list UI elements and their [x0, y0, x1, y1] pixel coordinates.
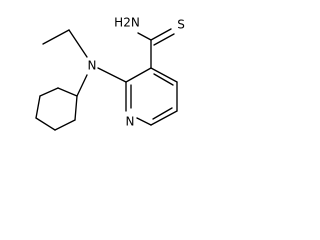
atom-label-amide-nitrogen: H2N	[114, 16, 140, 30]
pyridine-ring	[125, 67, 178, 126]
cyclohexane-bond-1	[57, 87, 78, 97]
pyridine-bond-c5-c6-inner	[152, 107, 173, 120]
cyclohexane-bond-2	[39, 87, 59, 97]
pyridine-bond-c6-n1	[136, 117, 152, 126]
pyridine-bond-c3-c4	[150, 67, 178, 83]
pyridine-bond-c5-c6	[150, 110, 178, 126]
cyclohexane-bond-5	[54, 119, 76, 131]
atom-label-pyridine-nitrogen: N	[126, 115, 135, 129]
bond-n-pyridine	[97, 67, 127, 83]
cyclohexane-ring	[35, 87, 78, 131]
cyclohexane-bond-6	[74, 95, 78, 121]
cyclohexane-bond-3	[35, 95, 41, 119]
ethyl-group	[42, 29, 88, 58]
bond-c-s-2	[153, 33, 175, 46]
bond-c-nh2	[137, 32, 152, 41]
bond-n-cyclohexyl	[76, 74, 88, 97]
cyclohexane-bond-4	[35, 117, 56, 131]
atom-label-sulfur: S	[177, 18, 185, 32]
pyridine-bond-c2-c3	[125, 67, 152, 83]
atom-label-amine-nitrogen: N	[88, 59, 97, 73]
thioamide-group	[137, 28, 175, 69]
bond-ethyl-n-ch2	[68, 29, 88, 58]
bond-c-s-1	[150, 28, 172, 41]
chemical-structure-diagram: S H2N N N	[35, 16, 185, 131]
pyridine-bond-c3-c4-inner	[153, 73, 174, 86]
bond-ethyl-ch2-ch3	[42, 29, 70, 45]
